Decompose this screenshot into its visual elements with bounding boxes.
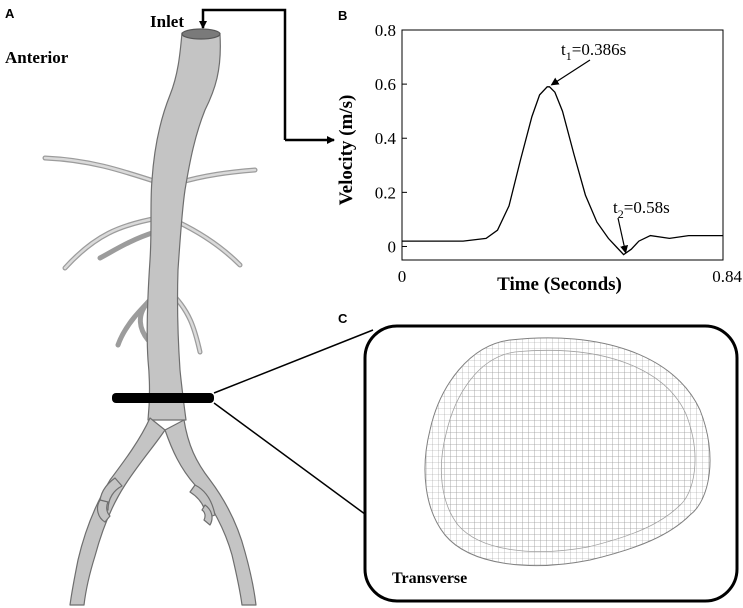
y-tick-label-2: 0.4 [375, 129, 397, 148]
annotation-symbol-1: t [613, 198, 618, 217]
inlet-label: Inlet [150, 12, 184, 31]
left-upper-branch [62, 215, 161, 271]
annotation-arrow-1 [617, 217, 629, 254]
inlet-arrow [199, 8, 287, 140]
annotation-symbol-0: t [561, 40, 566, 59]
section-marker [112, 393, 214, 403]
tortuous-branch-d [137, 297, 153, 343]
annotation-arrow-0 [550, 59, 591, 86]
velocity-series-line-0 [402, 86, 723, 256]
annotation-value-0: =0.386s [572, 40, 626, 59]
cross-section-mesh [424, 337, 711, 567]
left-iliac-artery [69, 417, 166, 606]
annotation-label-0: t1=0.386s [561, 40, 626, 63]
panel-b-velocity-chart: B 0 0.2 0.4 0.6 0.8 0 0.84 Time (Seconds) Veloci… [336, 8, 743, 295]
panel-b-letter: B [338, 8, 347, 23]
panel-c-letter: C [338, 311, 348, 326]
right-iliac-small-branch [201, 504, 213, 526]
y-tick-label-0: 0 [388, 237, 397, 256]
plot-frame [401, 29, 724, 261]
left-renal-branch [42, 155, 163, 186]
anterior-label: Anterior [5, 48, 69, 67]
mesh-inner-region [441, 349, 696, 552]
x-axis-label: Time (Seconds) [497, 274, 622, 295]
y-tick-label-4: 0.8 [375, 21, 396, 40]
zoom-line-bottom [213, 402, 374, 521]
left-iliac-small-branch [96, 499, 111, 523]
annotation-value-1: =0.58s [624, 198, 670, 217]
x-tick-label-1: 0.84 [712, 267, 742, 286]
vessel-geometry [42, 28, 258, 606]
annotation-subscript-1: 2 [618, 207, 624, 221]
y-tick-label-3: 0.6 [375, 75, 396, 94]
panel-a-vessel-model: A Anterior Inlet [5, 6, 335, 606]
annotation-label-1: t2=0.58s [613, 198, 670, 221]
annotation-subscript-0: 1 [566, 49, 572, 63]
velocity-chart: 0 0.2 0.4 0.6 0.8 0 0.84 Time (Seconds) Velocity… [336, 21, 743, 295]
right-upper-branch [175, 219, 243, 268]
inlet-opening [181, 28, 221, 40]
transverse-label: Transverse [392, 570, 467, 587]
y-tick-label-1: 0.2 [375, 183, 396, 202]
panel-a-letter: A [5, 6, 15, 21]
panel-c-transverse-mesh: C Transverse [213, 311, 739, 603]
zoom-line-top [213, 329, 374, 394]
left-lower-branch [97, 229, 158, 261]
x-tick-label-0: 0 [398, 267, 407, 286]
y-axis-label: Velocity (m/s) [336, 95, 357, 206]
